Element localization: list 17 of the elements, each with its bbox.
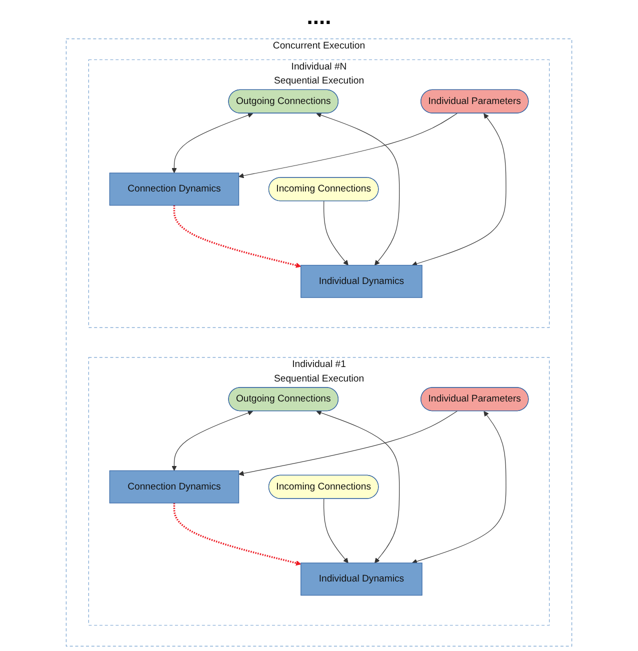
node-box: Individual Dynamics xyxy=(300,264,422,298)
arrow xyxy=(412,113,506,266)
node-box: Connection Dynamics xyxy=(109,470,240,504)
arrow xyxy=(172,112,254,174)
node-box: Connection Dynamics xyxy=(109,172,240,206)
node-box: Individual Dynamics xyxy=(300,562,422,596)
arrow xyxy=(316,112,400,266)
arrow xyxy=(316,410,400,564)
arrow xyxy=(238,113,458,178)
arrow xyxy=(324,200,348,266)
ellipsis-text: .... xyxy=(306,4,332,29)
arrow xyxy=(173,503,302,566)
arrow xyxy=(412,411,506,564)
arrow xyxy=(238,410,458,476)
arrow xyxy=(172,410,254,471)
arrow xyxy=(173,205,302,268)
arrow xyxy=(324,498,348,564)
